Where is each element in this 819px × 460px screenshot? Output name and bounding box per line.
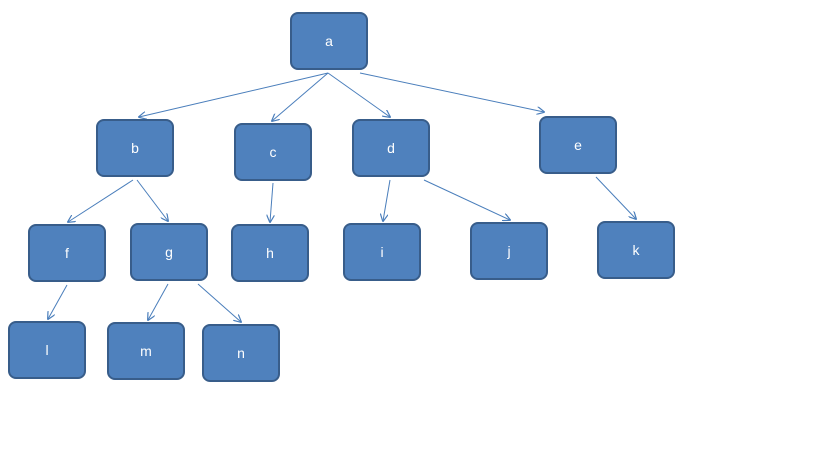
edge-d-j (423, 179, 510, 220)
node-k[interactable]: k (597, 221, 675, 279)
node-b[interactable]: b (96, 119, 174, 177)
node-n-label: n (237, 345, 245, 361)
node-d[interactable]: d (352, 119, 430, 177)
node-m-label: m (140, 343, 152, 359)
edge-e-k (595, 176, 636, 219)
node-b-label: b (131, 140, 139, 156)
edge-g-n (197, 283, 241, 322)
node-f[interactable]: f (28, 224, 106, 282)
node-m[interactable]: m (107, 322, 185, 380)
node-h-label: h (266, 245, 274, 261)
edge-d-i (383, 179, 391, 221)
node-g-label: g (165, 244, 173, 260)
edge-b-f (68, 179, 134, 222)
node-c-label: c (269, 144, 277, 160)
node-e-label: e (574, 137, 582, 153)
edge-a-b (139, 72, 329, 117)
node-l-label: l (45, 342, 49, 358)
edge-a-e (359, 72, 544, 112)
node-a[interactable]: a (290, 12, 368, 70)
edge-b-g (136, 179, 168, 221)
node-c[interactable]: c (234, 123, 312, 181)
node-k-label: k (632, 242, 640, 258)
edge-f-l (48, 284, 68, 319)
node-i[interactable]: i (343, 223, 421, 281)
node-n[interactable]: n (202, 324, 280, 382)
node-g[interactable]: g (130, 223, 208, 281)
node-l[interactable]: l (8, 321, 86, 379)
node-f-label: f (65, 245, 69, 261)
edge-a-d (327, 72, 390, 117)
node-a-label: a (325, 33, 333, 49)
edge-g-m (148, 283, 169, 320)
node-j[interactable]: j (470, 222, 548, 280)
edge-c-h (270, 182, 273, 222)
edge-a-c (272, 72, 329, 121)
node-h[interactable]: h (231, 224, 309, 282)
node-e[interactable]: e (539, 116, 617, 174)
node-d-label: d (387, 140, 395, 156)
node-j-label: j (507, 243, 511, 259)
node-i-label: i (380, 244, 384, 260)
